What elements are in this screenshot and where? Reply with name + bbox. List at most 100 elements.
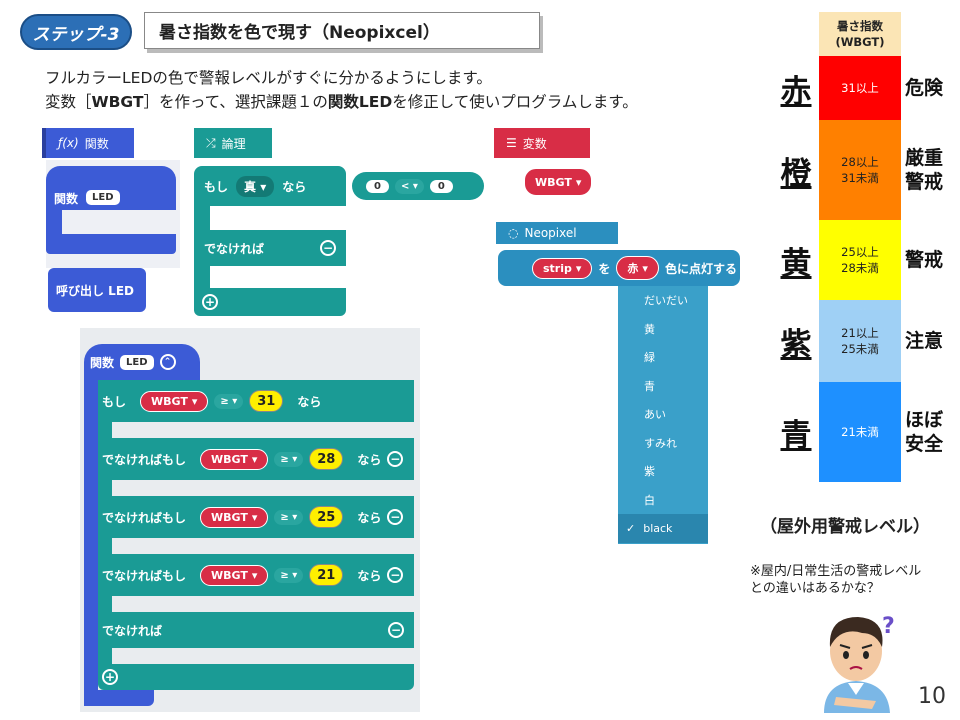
- menu-item-daidai[interactable]: だいだい: [644, 294, 688, 308]
- threshold-input-28[interactable]: 28: [309, 448, 344, 470]
- scale-level-label: 厳重 警戒: [905, 147, 944, 193]
- scale-color-kanji: 赤: [780, 74, 812, 110]
- call-function-block[interactable]: 呼び出し LED: [48, 268, 146, 312]
- show-color-block[interactable]: strip ▾ を 赤 ▾ 色に点灯する: [498, 250, 740, 286]
- block-label: 関数: [90, 355, 115, 370]
- category-variables[interactable]: ☰ 変数: [494, 128, 590, 158]
- block-notch: [62, 210, 176, 234]
- if-block[interactable]: もし 真 ▾ なら: [194, 166, 346, 206]
- collapse-icon[interactable]: ⌃: [159, 354, 176, 370]
- checkmark-icon: ✓: [626, 521, 636, 535]
- page-title: 暑さ指数を色で現す（Neopixcel）: [144, 12, 540, 49]
- operator-dropdown[interactable]: ≥ ▾: [214, 393, 244, 409]
- menu-item-black[interactable]: ✓black: [618, 514, 708, 543]
- function-footer: [84, 690, 154, 706]
- scale-range-cell: 21未満: [819, 382, 901, 482]
- branch-spine: [98, 422, 112, 438]
- wbgt-variable-block[interactable]: WBGT ▾: [524, 168, 593, 196]
- function-led-header[interactable]: 関数 LED ⌃: [84, 344, 200, 380]
- else-label: でなければ: [204, 241, 265, 256]
- function-icon: ƒ(x): [58, 136, 79, 150]
- add-icon[interactable]: +: [202, 294, 218, 310]
- category-neopixel[interactable]: ◌ Neopixel: [496, 222, 618, 244]
- intro-line-2: 変数［WBGT］を作って、選択課題１の関数LEDを修正して使いプログラムします。: [45, 93, 638, 111]
- wbgt-variable[interactable]: WBGT ▾: [140, 390, 209, 412]
- else-branch[interactable]: でなければ −: [98, 612, 414, 648]
- block-label: 呼び出し LED: [56, 283, 134, 298]
- wbgt-variable[interactable]: WBGT ▾: [200, 448, 269, 470]
- note-line-1: ※屋内/日常生活の警戒レベル: [750, 564, 922, 579]
- branch-spine: [98, 596, 112, 612]
- scale-header: 暑さ指数 (WBGT): [819, 12, 901, 56]
- category-stripe: [42, 128, 46, 158]
- if-footer[interactable]: +: [98, 664, 414, 690]
- block-spine: [194, 206, 210, 230]
- color-dropdown[interactable]: 赤 ▾: [616, 256, 659, 280]
- page-number: 10: [918, 684, 946, 709]
- scale-caption: （屋外用警戒レベル）: [760, 517, 930, 537]
- menu-item-ki[interactable]: 黄: [644, 322, 655, 336]
- if-branch-1[interactable]: もし WBGT ▾ ≥ ▾ 31 なら: [98, 380, 414, 422]
- menu-item-shiro[interactable]: 白: [644, 493, 655, 507]
- remove-icon[interactable]: −: [387, 567, 404, 583]
- function-spine: [84, 380, 98, 706]
- operator-dropdown[interactable]: ≥ ▾: [274, 567, 304, 583]
- threshold-input-31[interactable]: 31: [249, 390, 284, 412]
- color-dropdown-menu: だいだい 黄 緑 青 あい すみれ 紫 白 ✓black: [618, 286, 708, 544]
- wbgt-variable[interactable]: WBGT ▾: [200, 506, 269, 528]
- menu-item-murasaki[interactable]: 紫: [644, 465, 655, 479]
- scale-color-kanji: 黄: [780, 246, 812, 282]
- shuffle-icon: ⤮: [206, 135, 216, 150]
- wbgt-variable[interactable]: WBGT ▾: [200, 564, 269, 586]
- scale-level-label: ほぼ 安全: [905, 409, 944, 455]
- compare-right-input[interactable]: 0: [429, 179, 453, 193]
- compare-left-input[interactable]: 0: [366, 179, 389, 193]
- then-label: なら: [357, 510, 382, 525]
- scale-color-kanji: 橙: [780, 156, 812, 192]
- menu-item-midori[interactable]: 緑: [644, 351, 655, 365]
- elseif-branch-3[interactable]: でなければもし WBGT ▾ ≥ ▾ 25 なら −: [98, 496, 414, 538]
- scale-color-kanji: 紫: [780, 327, 812, 363]
- scale-range-cell: 31以上: [819, 56, 901, 120]
- block-label: を: [598, 261, 611, 276]
- add-icon[interactable]: +: [102, 669, 118, 685]
- compare-block[interactable]: 0 < ▾ 0: [352, 172, 484, 200]
- else-section[interactable]: でなければ −: [194, 230, 346, 266]
- elseif-branch-2[interactable]: でなければもし WBGT ▾ ≥ ▾ 28 なら −: [98, 438, 414, 480]
- step-badge: ステップ-3: [20, 14, 132, 50]
- strip-variable-dropdown[interactable]: strip ▾: [532, 257, 593, 279]
- boolean-true-value[interactable]: 真 ▾: [236, 175, 275, 197]
- category-logic[interactable]: ⤮ 論理: [194, 128, 272, 158]
- compare-operator-dropdown[interactable]: < ▾: [394, 178, 424, 194]
- then-label: なら: [357, 452, 382, 467]
- remove-icon[interactable]: −: [387, 451, 404, 467]
- threshold-input-21[interactable]: 21: [309, 564, 344, 586]
- remove-icon[interactable]: −: [320, 240, 336, 256]
- remove-icon[interactable]: −: [387, 509, 404, 525]
- menu-item-ao[interactable]: 青: [644, 379, 655, 393]
- branch-spine: [98, 648, 112, 664]
- remove-icon[interactable]: −: [388, 622, 404, 638]
- category-label: Neopixel: [524, 226, 577, 240]
- note-line-2: との違いはあるかな？: [750, 581, 880, 596]
- menu-item-ai[interactable]: あい: [644, 408, 666, 422]
- category-label: 論理: [221, 136, 246, 151]
- if-label: もし: [102, 394, 127, 409]
- category-label: 関数: [84, 136, 109, 151]
- elseif-label: でなければもし: [102, 568, 187, 583]
- category-functions[interactable]: ƒ(x) 関数: [46, 128, 134, 158]
- branch-spine: [98, 538, 112, 554]
- if-block-footer[interactable]: +: [194, 288, 346, 316]
- scale-level-label: 警戒: [905, 249, 944, 271]
- function-name-field[interactable]: LED: [86, 190, 120, 205]
- operator-dropdown[interactable]: ≥ ▾: [274, 451, 304, 467]
- scale-level-label: 危険: [905, 77, 944, 99]
- threshold-input-25[interactable]: 25: [309, 506, 344, 528]
- menu-item-sumire[interactable]: すみれ: [644, 436, 677, 450]
- elseif-branch-4[interactable]: でなければもし WBGT ▾ ≥ ▾ 21 なら −: [98, 554, 414, 596]
- scale-range-cell: 21以上 25未満: [819, 300, 901, 382]
- operator-dropdown[interactable]: ≥ ▾: [274, 509, 304, 525]
- function-name-field[interactable]: LED: [120, 354, 154, 370]
- block-label: 色に点灯する: [664, 261, 737, 276]
- scale-color-kanji: 青: [780, 418, 812, 454]
